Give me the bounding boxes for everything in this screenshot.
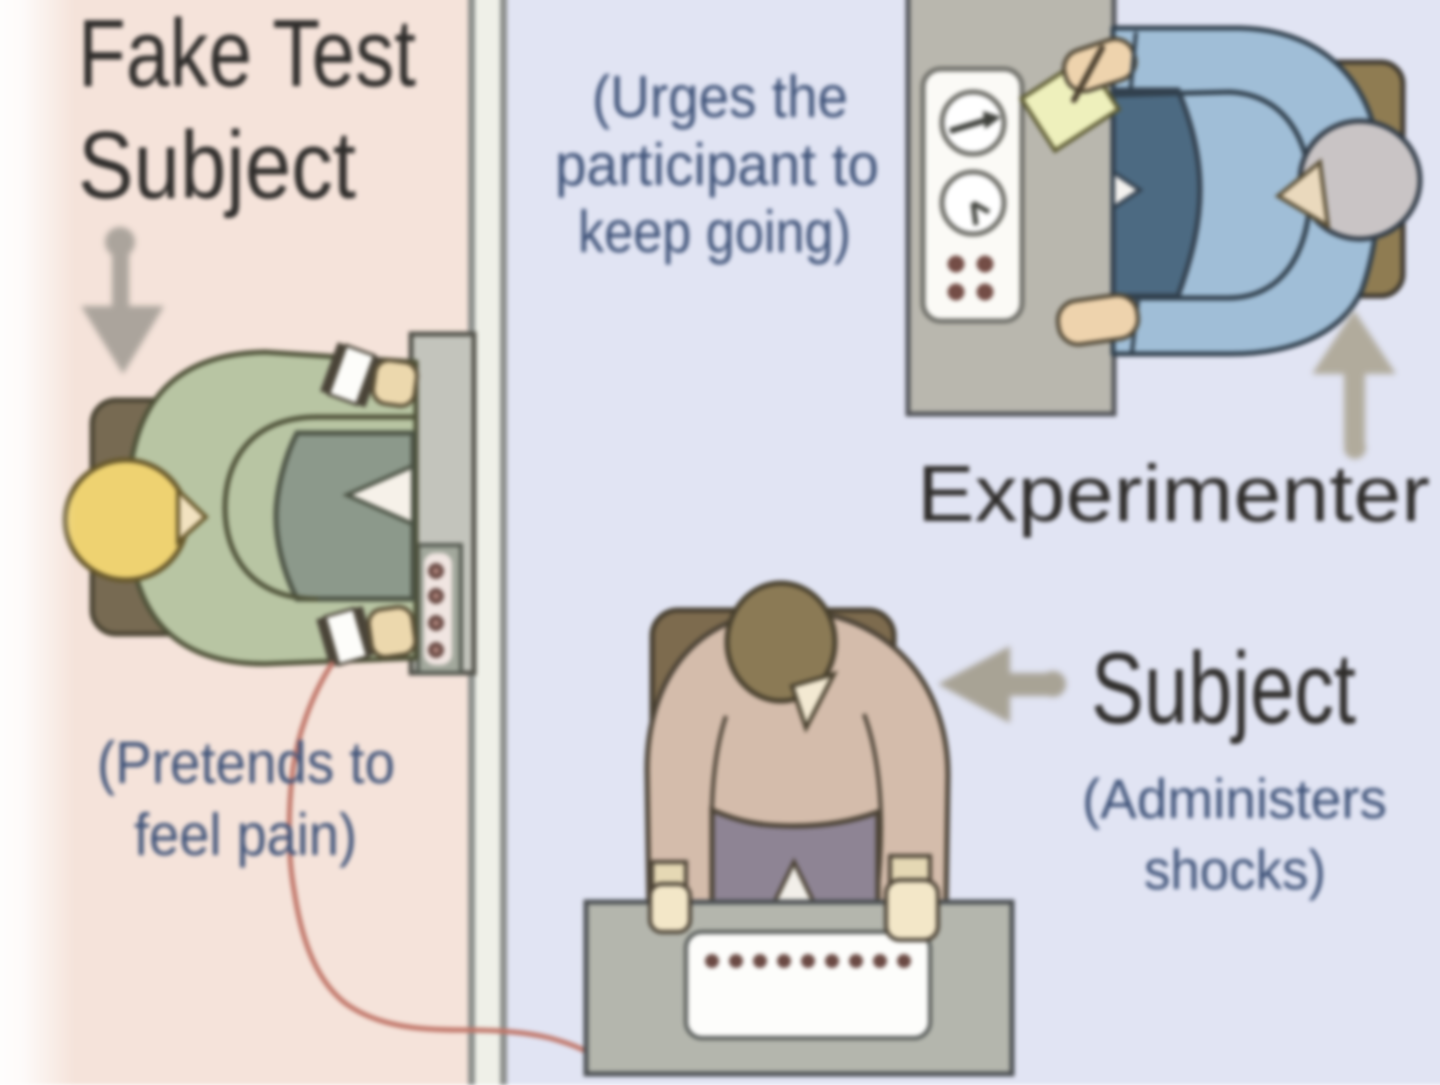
svg-text:Subject: Subject [78,112,356,219]
svg-text:Subject: Subject [1091,633,1356,745]
svg-text:keep going): keep going) [578,199,851,265]
svg-text:shocks): shocks) [1144,838,1326,901]
svg-text:Fake Test: Fake Test [78,0,416,107]
svg-text:(Administers: (Administers [1082,767,1387,830]
svg-text:feel pain): feel pain) [134,802,357,868]
svg-text:Experimenter: Experimenter [917,449,1430,538]
svg-text:(Urges the: (Urges the [592,64,848,130]
svg-text:participant to: participant to [555,132,879,198]
svg-text:(Pretends to: (Pretends to [97,730,395,796]
